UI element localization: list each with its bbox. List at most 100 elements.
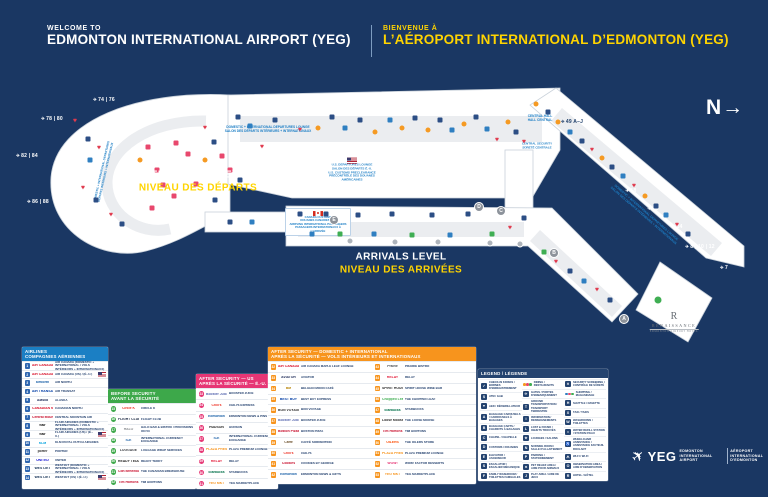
after-security-dom-header: AFTER SECURITY — DOMESTIC + INTERNATIONA… (268, 347, 476, 362)
tenant-name: ALASKA (55, 397, 68, 402)
after-security-dom-header-fr: APRÈS LA SÉCURITÉ — VOLS INTÉRIEURS ET I… (271, 354, 421, 360)
tenant-logo: LUGGAGE (119, 449, 138, 453)
welcome-text-en: WELCOME TO (47, 25, 102, 32)
map-ref-badge: 39 (270, 439, 276, 446)
yeg-code: YEG (647, 448, 677, 464)
map-ref-badge: 40 (270, 450, 276, 457)
us-flag-icon (97, 432, 106, 437)
legend-icon: ᗑ (565, 454, 571, 460)
tenant-name: AIR CANADA (US) / (É.-U.) (55, 371, 93, 376)
tenant-name: CAFFÈ SORRENTINO (301, 439, 332, 444)
legend-icon: N (523, 444, 529, 451)
tenant-logo: ICE (213, 437, 220, 441)
legend-icon: D (481, 444, 487, 451)
plane-icon: ✈ (27, 199, 32, 204)
ca-flag-icon (313, 210, 323, 217)
map-ref-badge: 46 (374, 396, 380, 403)
map-ref-badge: 51 (374, 450, 380, 457)
map-ref-badge: 6 (24, 406, 30, 412)
amenity-icon-n (235, 114, 241, 120)
map-ref-badge: 5 (24, 397, 30, 404)
amenity-icon-h: ♥ (594, 286, 600, 294)
amenity-icon-c (654, 296, 662, 304)
tenant-name: CHILI'S EXPRESS (229, 402, 255, 407)
amenity-icon-h: ♥ (72, 117, 78, 125)
footer-text-fr: AÉROPORT INTERNATIONAL D'EDMONTON (730, 449, 764, 463)
legend-icon: B (481, 425, 487, 432)
map-ref-badge: 13 (24, 466, 30, 472)
amenity-icon-h: ♥ (108, 211, 114, 219)
amenity-icon-n (412, 115, 418, 121)
legend-label: SHOPPING / MAGASINAGE (575, 390, 595, 397)
amenity-icon-n (297, 211, 303, 217)
tenant-logo: KLM (38, 441, 47, 445)
tenant-logo: Tim Hortons (118, 480, 139, 484)
tenant-name: FLAIR AIRLINES (US) / (É.-U.) (55, 430, 93, 438)
legend-icon: L (523, 425, 529, 432)
map-ref-badge: 44 (374, 375, 380, 381)
tenant-logo: READY TEDDY (118, 459, 139, 463)
amenity-icon-h: ♥ (80, 184, 86, 192)
tenant-logo: Prairie (387, 365, 398, 369)
tenant-name: BEST BUY EXPRESS (301, 396, 332, 401)
amenity-icon-n (329, 114, 335, 120)
tenant-name: AVIATOR (301, 375, 315, 380)
legend-icon: ✈ (523, 390, 529, 397)
legend-icon (523, 381, 532, 387)
tenant-name: HALO BAR & BISTRO / PROVISIONS ON 53 (141, 425, 194, 433)
shuttle-stop (486, 239, 494, 247)
legend-icon: W (565, 419, 571, 426)
zone-label-line: CENTRAL SECURITY (521, 141, 553, 146)
plane-icon: ✈ (671, 224, 676, 229)
plane-icon: ✈ (257, 101, 262, 106)
amenity-icon-n (357, 117, 363, 123)
tenant-logo: YEG MKT (208, 482, 225, 486)
tenant-name: UNITED (55, 457, 67, 462)
zone-label-line: SÛRETÉ CENTRALE (522, 145, 552, 149)
amenity-icon-n (429, 212, 435, 218)
tenant-name: KLM ROYAL DUTCH AIRLINES (55, 440, 99, 445)
north-compass: N→ (706, 96, 745, 119)
legend-label: HOTEL / HÔTEL (573, 474, 594, 478)
legend-item: ✕SECURITY SCREENING / CONTRÔLE DE SÛRETÉ (564, 379, 606, 389)
amenity-icon-h: ♥ (494, 136, 500, 144)
tenant-logo: Chopped Leaf (382, 397, 403, 401)
tenant-logo: Chili's (211, 403, 222, 407)
shuttle-stop (434, 238, 442, 246)
gate-label: ✈50 | 52 (476, 99, 498, 105)
gate-label: ✈49 A–J (560, 119, 584, 125)
gate-label: ✈8 | 10 | 12 (685, 244, 715, 250)
tenant-name: PLAZA PREMIUM LOUNGE (405, 450, 444, 455)
legend-icon: T (523, 403, 529, 410)
amenity-icon-o (533, 101, 539, 107)
tenant-name: CANADIAN NORTH (55, 406, 83, 411)
map-ref-badge: 35 (270, 396, 276, 403)
legend-icon: ≈ (565, 428, 571, 435)
tenant-name: YEG MARKETPLACE (405, 472, 436, 477)
gate-label: ✈70 | 72 (175, 97, 197, 103)
tenant-logo: Starbucks (208, 470, 225, 474)
us-flag-icon (97, 475, 106, 480)
tenant-logo: WOW! (387, 462, 398, 466)
plane-icon: ✈ (16, 153, 21, 158)
tenant-logo: Boston Pizza (278, 430, 299, 434)
tenant-logo: Edmonton (208, 414, 225, 418)
map-ref-badge: 10 (24, 440, 30, 447)
map-ref-badge: 33 (270, 375, 276, 381)
map-ref-badge: 3 (24, 380, 30, 386)
